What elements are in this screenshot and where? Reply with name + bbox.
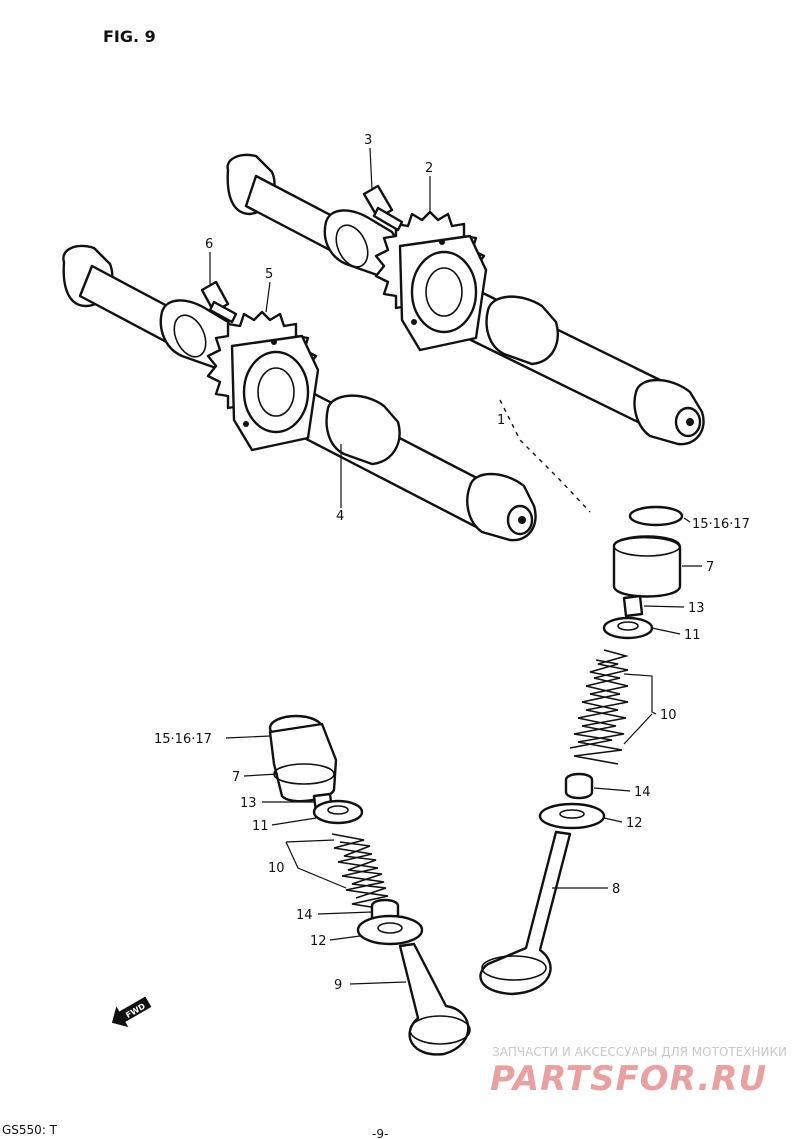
callout-9: 9 (334, 978, 342, 993)
callout-10-left: 10 (268, 861, 285, 876)
upper-cam-sprocket (374, 210, 488, 352)
callout-15-16-17-right: 15·16·17 (692, 517, 750, 532)
callout-14-right: 14 (634, 785, 651, 800)
callout-13-left: 13 (240, 796, 257, 811)
upper-camshaft (226, 153, 705, 446)
callout-12-left: 12 (310, 934, 327, 949)
right-spring-seat (538, 802, 606, 830)
callout-10-right: 10 (660, 708, 677, 723)
callout-5: 5 (265, 267, 273, 282)
left-spring-retainer (312, 799, 364, 825)
callout-7-left: 7 (232, 770, 240, 785)
callout-4: 4 (336, 509, 344, 524)
right-valve-cotter (622, 594, 644, 618)
left-valve (398, 942, 470, 1056)
assembly-dashed-line (499, 399, 591, 513)
callout-1: 1 (497, 413, 505, 428)
right-valve-assembly (479, 505, 684, 996)
callout-3: 3 (364, 133, 372, 148)
page-number: -9- (372, 1127, 388, 1139)
leader-lines (209, 147, 702, 985)
upper-sprocket-bolt (362, 184, 404, 232)
model-code: GS550: T (2, 1123, 58, 1137)
lower-sprocket-bolt (200, 280, 238, 324)
callout-11-right: 11 (684, 628, 701, 643)
callout-13-right: 13 (688, 601, 705, 616)
callout-2: 2 (425, 161, 433, 176)
callout-11-left: 11 (252, 819, 269, 834)
left-tappet (268, 722, 338, 803)
lower-cam-sprocket (206, 310, 320, 452)
callout-8: 8 (612, 882, 620, 897)
watermark: ЗАПЧАСТИ И АКСЕССУАРЫ ДЛЯ МОТОТЕХНИКИ PA… (490, 1045, 787, 1099)
left-valve-springs (331, 833, 391, 911)
right-valve (479, 830, 572, 996)
callout-15-16-17-left: 15·16·17 (154, 732, 212, 747)
callout-14-left: 14 (296, 908, 313, 923)
left-spring-seat (356, 914, 424, 946)
right-spring-retainer (602, 616, 654, 640)
right-valve-stem-seal (564, 772, 594, 800)
left-valve-assembly (268, 714, 471, 1056)
right-valve-springs (569, 649, 629, 765)
watermark-tagline: ЗАПЧАСТИ И АКСЕССУАРЫ ДЛЯ МОТОТЕХНИКИ (492, 1045, 787, 1059)
right-tappet (612, 536, 682, 598)
callout-6: 6 (205, 237, 213, 252)
figure-title: FIG. 9 (103, 27, 156, 46)
callout-7-right: 7 (706, 560, 714, 575)
fwd-arrow-marker: FWD (111, 996, 152, 1028)
lower-camshaft (62, 244, 537, 542)
right-shim (628, 505, 684, 527)
callout-12-right: 12 (626, 816, 643, 831)
watermark-logo: PARTSFOR.RU (490, 1059, 767, 1099)
callout-labels: 3 2 6 5 4 1 15·16·17 7 13 11 10 14 12 8 … (154, 133, 750, 993)
